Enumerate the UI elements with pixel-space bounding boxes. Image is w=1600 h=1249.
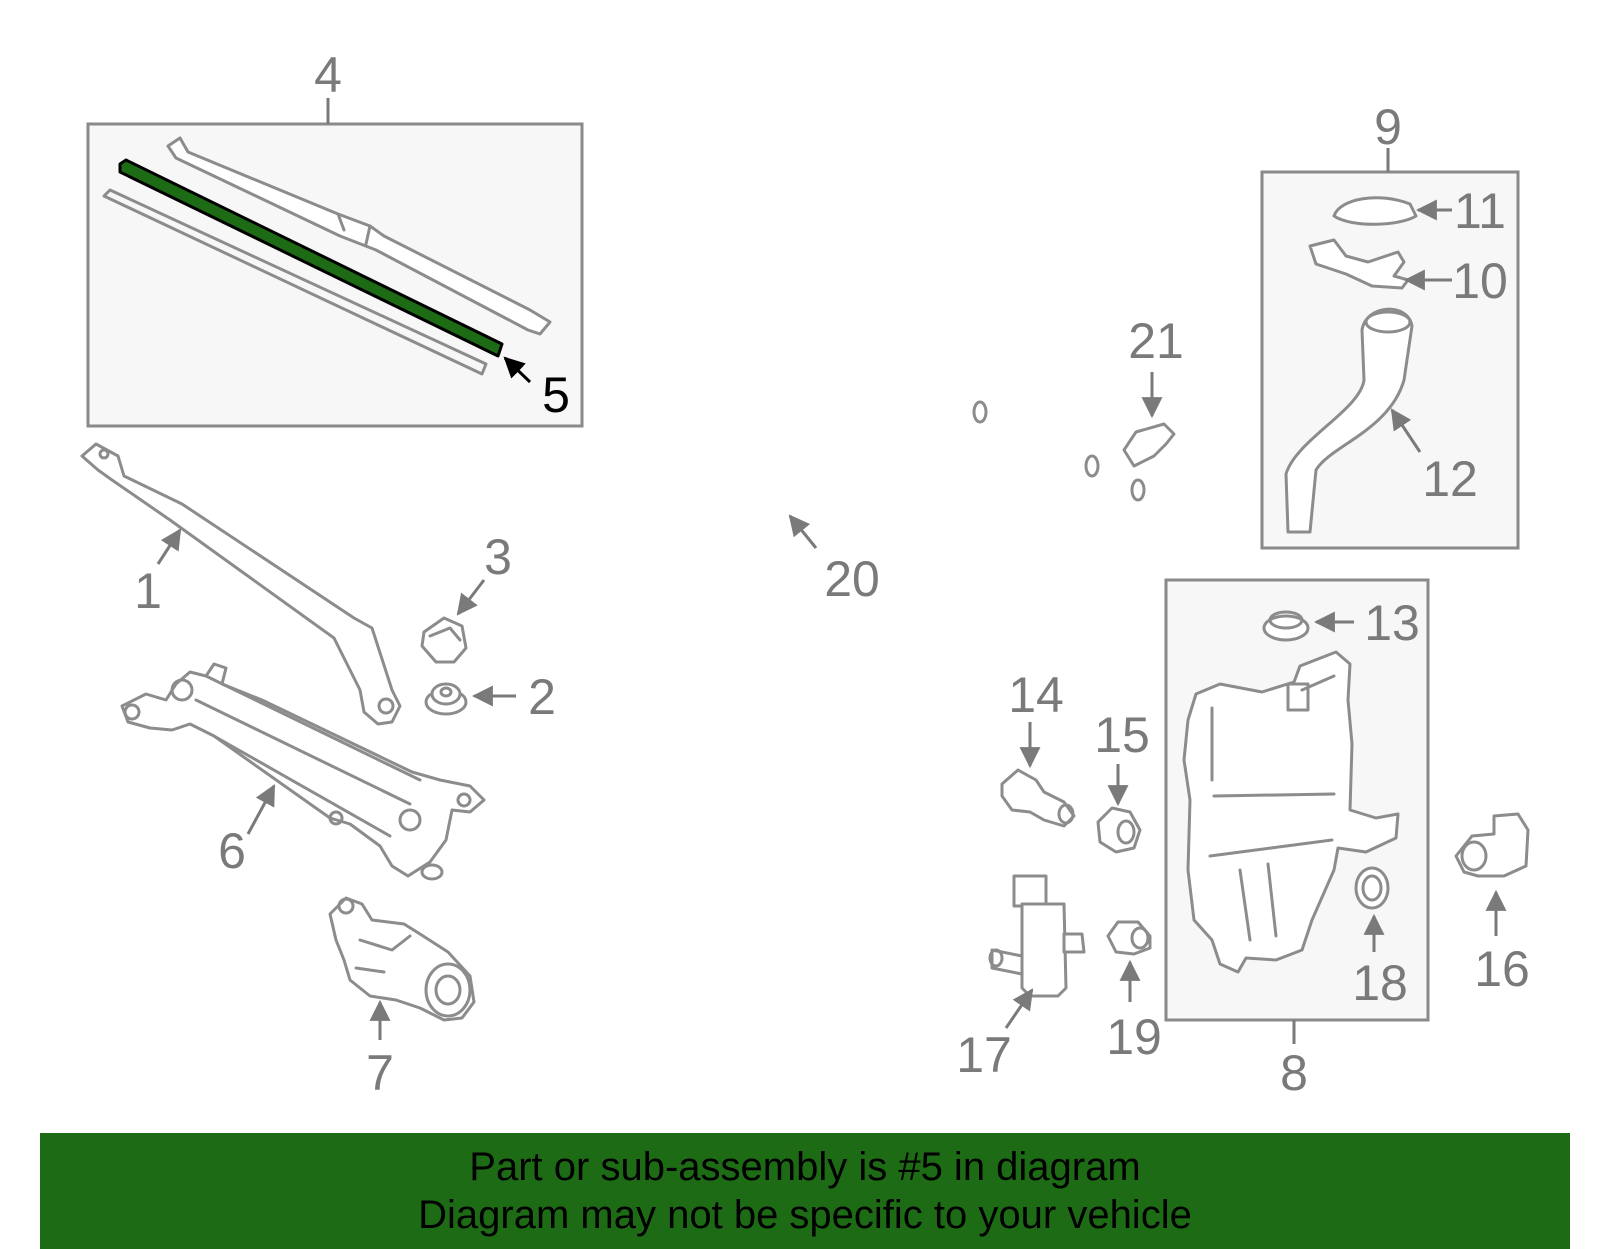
callout-20[interactable]: 20 xyxy=(824,551,880,607)
wiper-blade-frame xyxy=(166,136,552,336)
washer-hose xyxy=(579,226,1193,889)
reservoir-plug xyxy=(1106,920,1152,956)
reservoir-grommet xyxy=(1262,610,1310,642)
hose-clip xyxy=(1122,422,1176,468)
callout-16[interactable]: 16 xyxy=(1474,941,1530,997)
info-banner: Part or sub-assembly is #5 in diagram Di… xyxy=(40,1133,1570,1249)
callout-21[interactable]: 21 xyxy=(1128,313,1184,369)
wiper-arm xyxy=(80,442,402,726)
callout-12[interactable]: 12 xyxy=(1422,451,1478,507)
arm-cap xyxy=(420,616,468,664)
blade-assembly-group: 4 5 xyxy=(86,47,584,428)
callout-19[interactable]: 19 xyxy=(1106,1009,1162,1065)
blade-strip xyxy=(102,188,488,376)
arm-cap-detail xyxy=(428,626,462,642)
callout-4[interactable]: 4 xyxy=(314,47,342,103)
wiper-motor xyxy=(328,896,476,1022)
callout-6[interactable]: 6 xyxy=(218,823,246,879)
banner-line-2: Diagram may not be specific to your vehi… xyxy=(418,1193,1192,1237)
leader-5 xyxy=(503,356,532,384)
callout-8[interactable]: 8 xyxy=(1280,1045,1308,1101)
callout-15[interactable]: 15 xyxy=(1094,707,1150,763)
leader-17 xyxy=(1004,988,1034,1029)
arm-nut xyxy=(424,682,468,716)
pump-grommet xyxy=(1096,806,1142,854)
callout-1[interactable]: 1 xyxy=(134,563,162,619)
wiper-linkage xyxy=(120,662,486,881)
level-sensor xyxy=(1454,812,1530,878)
banner-line-1: Part or sub-assembly is #5 in diagram xyxy=(469,1145,1141,1189)
callout-9[interactable]: 9 xyxy=(1374,99,1402,155)
callout-7[interactable]: 7 xyxy=(366,1045,394,1101)
filler-bracket xyxy=(1308,238,1410,290)
callout-11[interactable]: 11 xyxy=(1454,183,1506,239)
washer-pump xyxy=(988,874,1086,998)
callout-10[interactable]: 10 xyxy=(1452,253,1508,309)
callout-18[interactable]: 18 xyxy=(1352,955,1408,1011)
leader-20 xyxy=(788,514,818,549)
callout-2[interactable]: 2 xyxy=(528,669,556,725)
callout-17[interactable]: 17 xyxy=(956,1027,1012,1083)
leader-1 xyxy=(156,528,182,565)
leader-6 xyxy=(246,784,276,835)
reservoir-group: 8 13 18 xyxy=(1164,578,1430,1101)
washer-reservoir-tank xyxy=(1182,650,1400,974)
callout-3[interactable]: 3 xyxy=(484,529,512,585)
reservoir-seal xyxy=(1354,866,1390,910)
hose-connector xyxy=(1000,768,1076,828)
filler-neck xyxy=(1284,307,1414,534)
callout-14[interactable]: 14 xyxy=(1008,667,1064,723)
leader-3 xyxy=(456,579,486,616)
leader-12 xyxy=(1390,408,1422,453)
callout-13[interactable]: 13 xyxy=(1364,595,1420,651)
callout-5[interactable]: 5 xyxy=(542,367,570,423)
wiper-blade-refill-highlighted[interactable] xyxy=(118,158,504,358)
filler-cap xyxy=(1332,196,1418,226)
filler-neck-group: 9 11 10 12 xyxy=(1260,99,1520,550)
